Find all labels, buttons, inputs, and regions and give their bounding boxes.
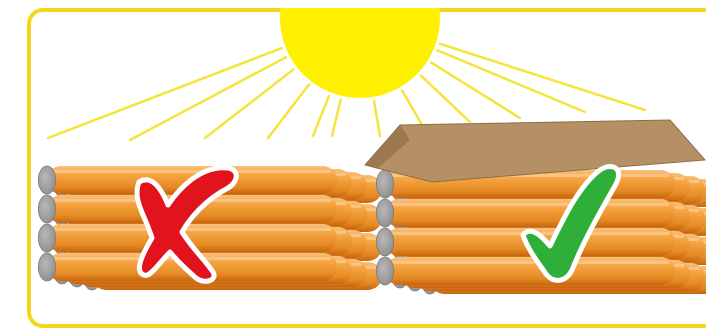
sun-ray [372, 99, 382, 138]
log-end [375, 227, 395, 257]
sun-ray [436, 49, 587, 114]
sun-ray [266, 83, 311, 140]
log-end [375, 256, 395, 286]
sun-ray [400, 89, 427, 132]
log [375, 256, 675, 286]
sun-ray [311, 94, 331, 138]
log-end [37, 165, 57, 195]
log [375, 198, 675, 228]
sun-icon [280, 8, 440, 98]
sun-ray [419, 74, 472, 124]
sun-ray [128, 56, 288, 142]
log-end [37, 252, 57, 282]
sun-ray [203, 68, 295, 140]
log-end [37, 194, 57, 224]
log-end [37, 223, 57, 253]
roof-cover [364, 119, 706, 183]
sun-ray [330, 98, 342, 138]
covered-log-stack [375, 169, 706, 295]
check-mark-icon [520, 164, 622, 283]
sun-ray [429, 61, 522, 120]
cross-mark-icon [134, 165, 239, 284]
sun-rays [46, 42, 647, 142]
log-end [375, 169, 395, 199]
sun-ray [438, 42, 647, 112]
log-end [375, 198, 395, 228]
log [37, 223, 337, 253]
sun-ray [46, 46, 283, 140]
